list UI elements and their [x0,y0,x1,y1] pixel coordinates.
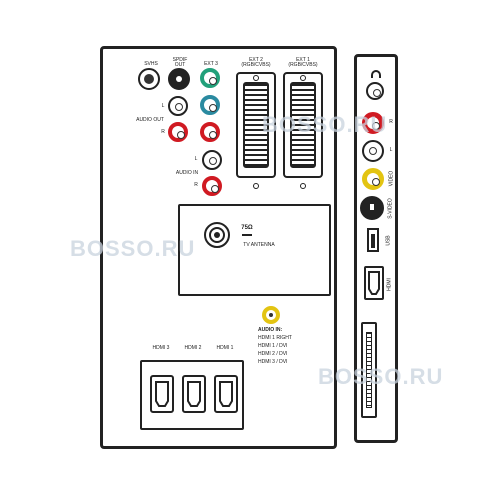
scart-ext2-screw-bottom [253,183,259,189]
audio-in-r-label: R [194,182,198,188]
side-hdmi-port-shape [368,271,380,295]
card-slot-inner [366,332,372,408]
hdmi3-label: HDMI 3 [152,345,170,351]
audio-out-label: AUDIO OUT [136,117,164,123]
antenna-ground-icon [242,234,252,236]
scart-ext1-pins [290,82,316,168]
side-audio-l-label: L [389,147,393,153]
side-hdmi-port[interactable] [364,266,384,300]
ext1-label: EXT 1 (RGB/CVBS) [288,57,318,68]
scart-ext1-screw-top [300,75,306,81]
audio-in-r-jack[interactable] [202,176,222,196]
side-usb-label: USB [385,235,392,246]
ext3-pr-jack[interactable] [200,122,220,142]
audio-in-l-label: L [194,156,198,162]
hdmi2-port-shape [187,381,201,407]
spdif-out-jack[interactable] [168,68,190,90]
headphone-jack[interactable] [366,82,384,100]
antenna-ohm-label: 75Ω [241,225,253,231]
side-audio-l-jack[interactable] [362,140,384,162]
audio-in-line-2: HDMI 1 / DVI [258,343,288,349]
spdif-label: SPDIF OUT [172,57,188,68]
audio-in-line-4: HDMI 3 / DVI [258,359,288,365]
side-svideo-jack[interactable] [360,196,384,220]
side-svideo-label: S-VIDEO [387,198,394,219]
antenna-label: TV ANTENNA [243,242,275,248]
side-usb-port[interactable] [367,228,379,252]
svhs-label: SVHS [144,61,158,67]
scart-ext2-pins [243,82,269,168]
audio-out-r-jack[interactable] [168,122,188,142]
side-audio-r-jack[interactable] [362,112,384,134]
scart-ext1-connector[interactable] [283,72,323,178]
spdif-jack-center [176,76,182,82]
scart-ext1-screw-bottom [300,183,306,189]
side-card-slot[interactable] [361,322,377,418]
side-video-jack[interactable] [362,168,384,190]
svhs-jack-pins [144,74,154,84]
audio-out-l-jack[interactable] [168,96,188,116]
audio-in-l-jack[interactable] [202,150,222,170]
hdmi1-port-shape [219,381,233,407]
audio-in-label: AUDIO IN [175,170,199,176]
audio-in-line-1: HDMI 1 RIGHT [258,335,292,341]
watermark-3: BOSSO.RU [318,364,444,389]
headphone-icon [371,70,381,78]
hdmi1-label: HDMI 1 [216,345,234,351]
antenna-jack-ring [209,227,225,243]
hdmi3-port[interactable] [150,375,174,413]
side-video-label: VIDEO [388,170,395,187]
ext3-y-jack[interactable] [200,68,220,88]
hdmi3-port-shape [155,381,169,407]
hdmi1-port[interactable] [214,375,238,413]
scart-ext2-connector[interactable] [236,72,276,178]
antenna-section [178,204,331,296]
scart-ext2-screw-top [253,75,259,81]
audio-in-line-3: HDMI 2 / DVI [258,351,288,357]
ext3-label: EXT 3 [204,61,218,67]
hdmi2-port[interactable] [182,375,206,413]
ext3-pb-jack[interactable] [200,95,220,115]
watermark-1: BOSSO.RU [262,112,388,137]
svideo-key [370,204,374,210]
svhs-jack[interactable] [138,68,160,90]
audio-in-block-label: AUDIO IN: [258,327,283,333]
side-audio-r-label: R [389,119,393,125]
antenna-jack-pin [214,232,220,238]
watermark-2: BOSSO.RU [70,236,196,261]
usb-tongue [371,234,375,248]
antenna-jack[interactable] [204,222,230,248]
audio-out-l-label: L [161,103,165,109]
audio-out-r-label: R [161,129,165,135]
hdmi-audio-in-jack-center [269,313,273,317]
hdmi-audio-in-jack[interactable] [262,306,280,324]
hdmi2-label: HDMI 2 [184,345,202,351]
ext2-label: EXT 2 (RGB/CVBS) [241,57,271,68]
side-hdmi-label: HDMI [386,278,393,291]
